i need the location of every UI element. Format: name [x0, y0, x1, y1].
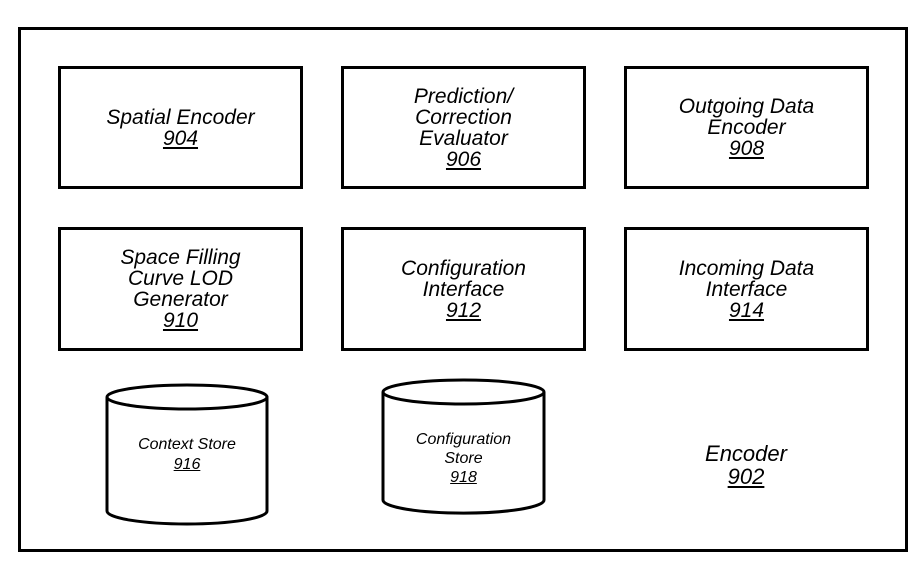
store-ref: 916: [173, 456, 201, 473]
component-label: Encoder: [707, 116, 786, 139]
component-ref: 912: [445, 298, 482, 322]
configuration-store-label: Configuration Store 918: [381, 418, 546, 498]
component-ref: 906: [445, 147, 482, 171]
prediction-correction-evaluator-box: Prediction/ Correction Evaluator 906: [341, 66, 586, 189]
component-label: Spatial Encoder: [106, 105, 255, 129]
encoder-label: Encoder 902: [676, 442, 816, 488]
component-label: Interface: [705, 277, 788, 301]
component-ref: 910: [162, 309, 199, 332]
encoder-title: Encoder: [705, 441, 787, 466]
component-ref: 908: [728, 137, 765, 160]
outgoing-data-encoder-box: Outgoing Data Encoder 908: [624, 66, 869, 189]
encoder-frame: [18, 27, 908, 552]
component-label: Space Filling: [120, 246, 241, 269]
store-ref: 918: [450, 468, 477, 486]
store-label: Context Store: [138, 436, 236, 453]
component-ref: 914: [728, 298, 765, 322]
component-label: Interface: [422, 277, 505, 301]
component-label: Incoming Data: [678, 256, 815, 280]
component-label: Generator: [133, 288, 228, 311]
incoming-data-interface-box: Incoming Data Interface 914: [624, 227, 869, 351]
component-label: Correction: [415, 105, 512, 129]
store-label: Configuration: [415, 430, 512, 448]
store-label: Store: [444, 449, 483, 467]
component-label: Prediction/: [413, 84, 514, 108]
component-label: Evaluator: [419, 126, 508, 150]
configuration-store-cylinder: [381, 378, 546, 515]
component-label: Curve LOD: [127, 267, 234, 290]
component-ref: 904: [162, 126, 199, 150]
space-filling-curve-lod-generator-box: Space Filling Curve LOD Generator 910: [58, 227, 303, 351]
context-store-label: Context Store 916: [105, 420, 269, 490]
spatial-encoder-box: Spatial Encoder 904: [58, 66, 303, 189]
component-label: Configuration: [401, 256, 526, 280]
component-label: Outgoing Data: [678, 95, 815, 118]
configuration-interface-box: Configuration Interface 912: [341, 227, 586, 351]
context-store-cylinder: [105, 383, 269, 526]
encoder-ref: 902: [727, 464, 765, 489]
